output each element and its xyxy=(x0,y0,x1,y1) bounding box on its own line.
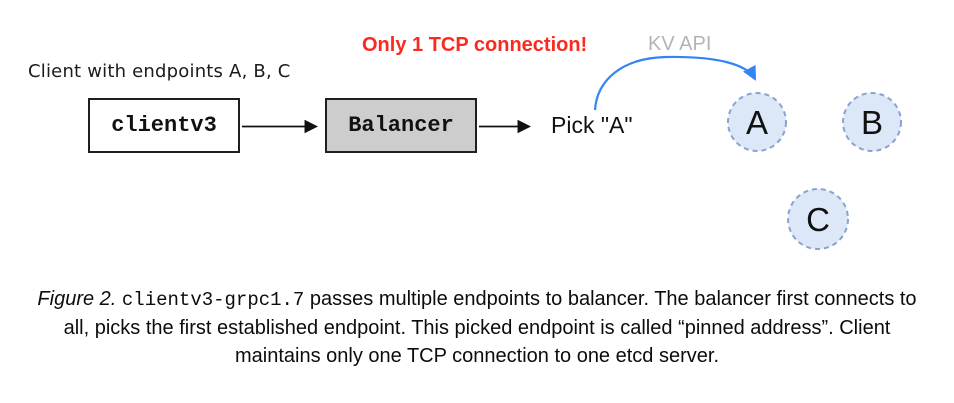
arrow-kv-api-curve xyxy=(593,55,757,111)
endpoint-label-c: C xyxy=(806,201,830,238)
figure-caption: Figure 2. clientv3-grpc1.7 passes multip… xyxy=(27,285,927,371)
endpoint-circle-c xyxy=(787,188,849,250)
figure-caption-number: Figure 2. xyxy=(37,288,122,310)
client-endpoints-label: Client with endpoints A, B, C xyxy=(28,61,291,82)
balancer-box: Balancer xyxy=(325,98,477,153)
only-one-tcp-annotation: Only 1 TCP connection! xyxy=(362,34,588,56)
endpoint-circle-b xyxy=(842,92,902,152)
pick-a-label: Pick "A" xyxy=(551,112,633,138)
kv-api-annotation: KV API xyxy=(648,33,712,55)
endpoint-label-a: A xyxy=(746,104,768,141)
clientv3-box: clientv3 xyxy=(88,98,240,153)
endpoint-label-b: B xyxy=(861,104,883,141)
figure-caption-text: passes multiple endpoints to balancer. T… xyxy=(63,288,917,368)
balancer-box-label: Balancer xyxy=(348,113,454,138)
endpoint-circle-a xyxy=(727,92,787,152)
figure-caption-code: clientv3-grpc1.7 xyxy=(121,289,305,311)
clientv3-box-label: clientv3 xyxy=(111,113,217,138)
